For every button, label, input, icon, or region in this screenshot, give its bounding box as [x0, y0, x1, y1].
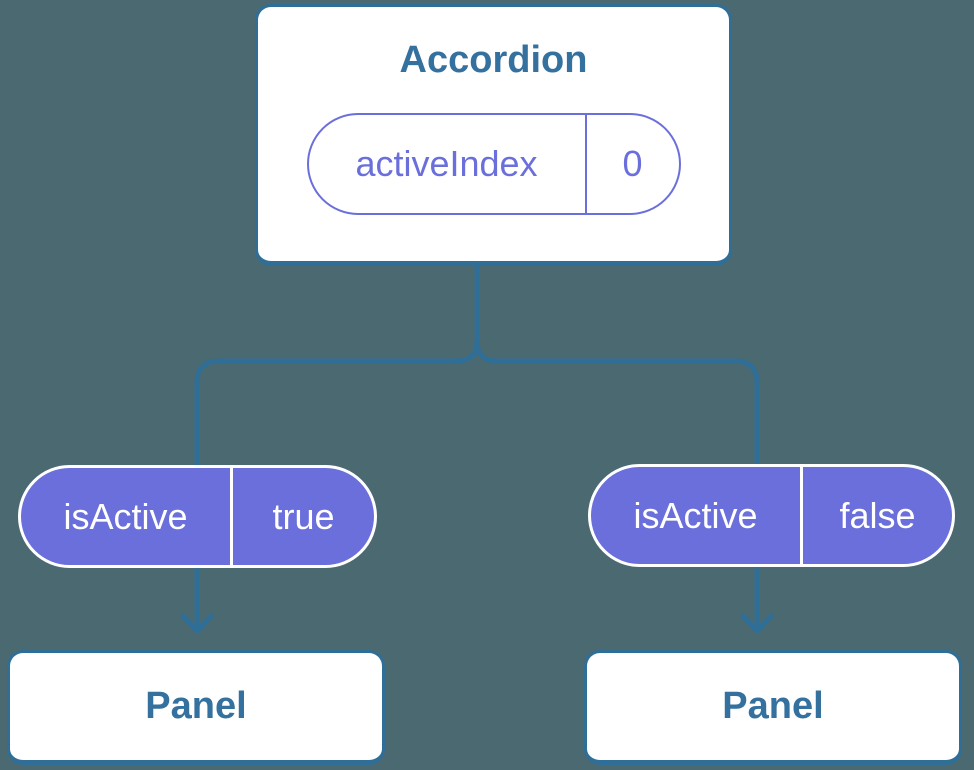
- panel-node-left: Panel: [7, 650, 385, 765]
- connector-left-branch: [194, 262, 480, 630]
- panel-node-right: Panel: [584, 650, 962, 765]
- prop-pill-name: isActive: [591, 467, 803, 564]
- prop-pill-is-active-true: isActive true: [18, 465, 377, 568]
- panel-node-title: Panel: [722, 685, 824, 727]
- arrow-down-icon: [180, 613, 214, 634]
- arrow-down-icon: [740, 613, 774, 634]
- connector-right-branch: [474, 338, 760, 630]
- accordion-node-title: Accordion: [399, 39, 588, 81]
- prop-pill-value: false: [839, 494, 916, 536]
- accordion-node: Accordion activeIndex 0: [255, 4, 732, 266]
- state-pill-active-index: activeIndex 0: [306, 112, 681, 215]
- panel-node-title: Panel: [145, 685, 247, 727]
- prop-pill-is-active-false: isActive false: [588, 464, 955, 567]
- prop-pill-value: true: [272, 495, 335, 537]
- prop-pill-name: isActive: [21, 468, 233, 565]
- state-pill-name: activeIndex: [309, 114, 587, 213]
- state-pill-value: 0: [622, 142, 643, 184]
